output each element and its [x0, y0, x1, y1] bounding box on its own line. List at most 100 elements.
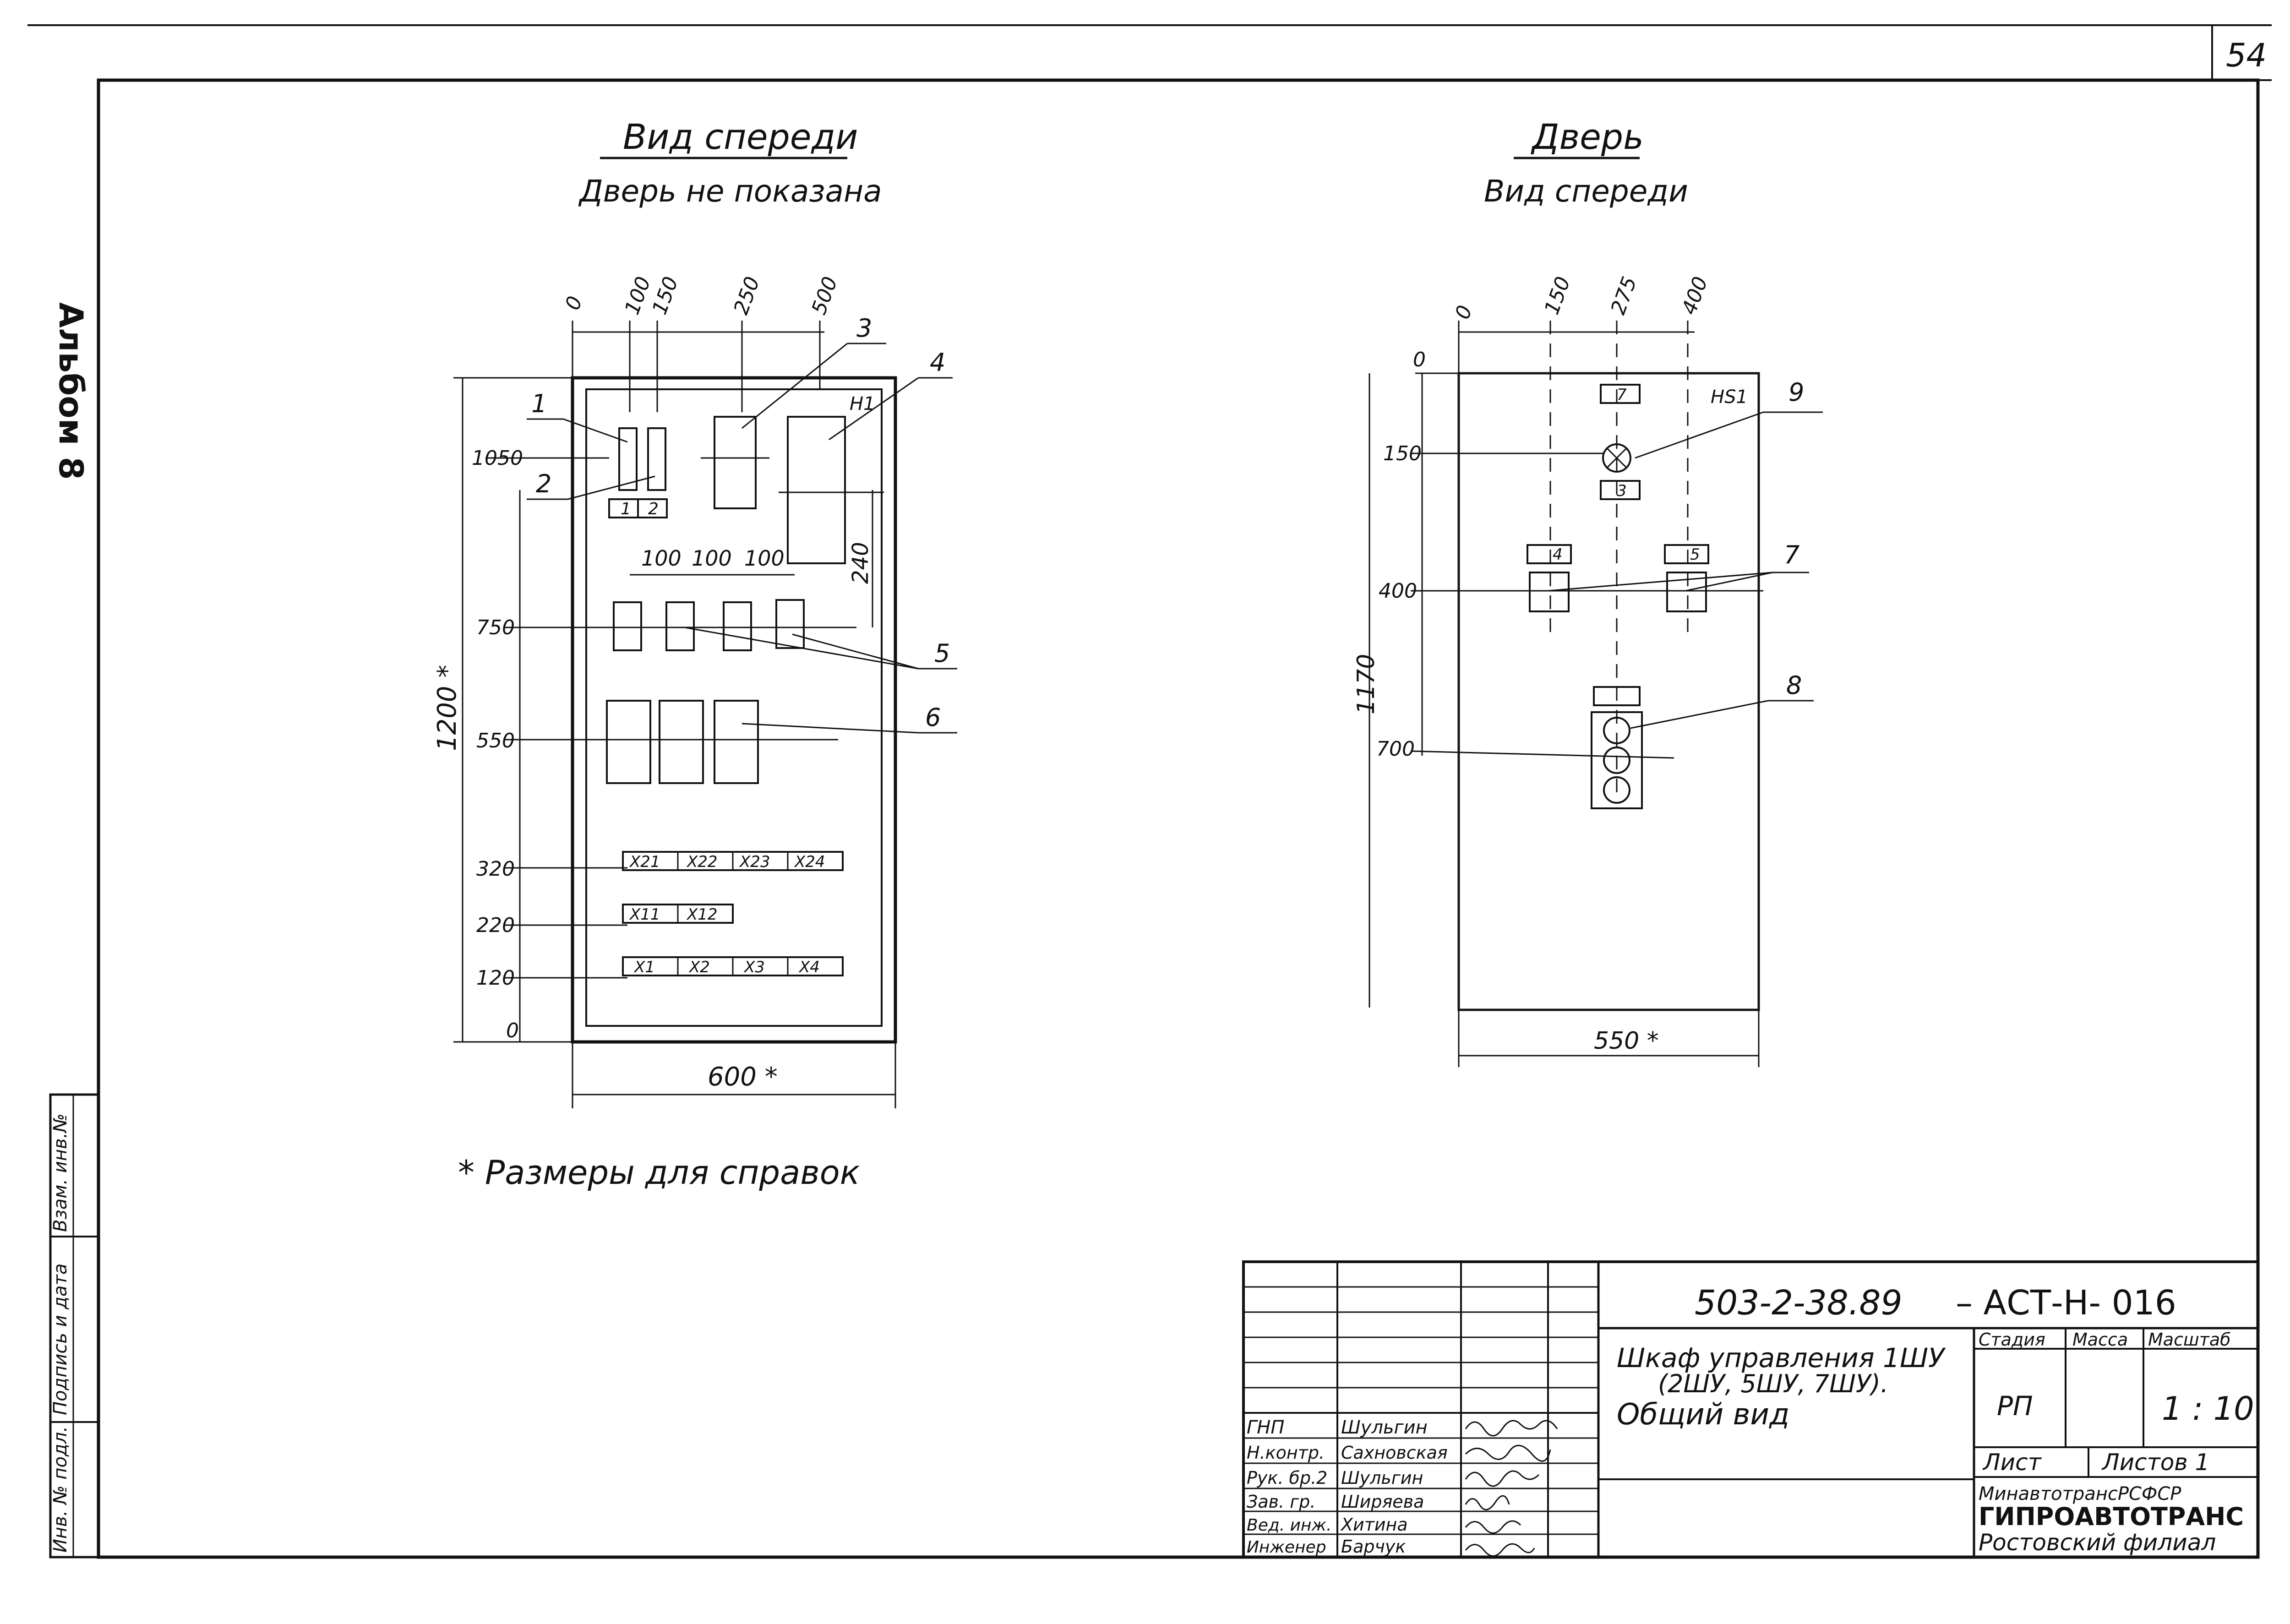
device-5a — [613, 601, 642, 651]
tb-org-line3: Ростовский филиал — [1979, 1529, 2216, 1556]
tb-role-0: ГНП — [1247, 1417, 1284, 1438]
tb-header-stage: Стадия — [1979, 1330, 2045, 1350]
cabinet-inner — [585, 388, 883, 1027]
door-plate-4 — [1527, 544, 1572, 564]
front-spacing-1: 100 — [641, 546, 682, 571]
tb-scale-value: 1 : 10 — [2162, 1390, 2254, 1428]
terminal-row-x: X1 X2 X3 X4 — [622, 956, 844, 976]
door-outline — [1457, 372, 1760, 1011]
front-top-dim-0: 0 — [561, 293, 587, 313]
device-6a — [606, 700, 651, 784]
tb-stage-value: РП — [1997, 1390, 2033, 1422]
side-stamp: Инв. № подл. Подпись и дата Взам. инв.№ — [49, 1093, 100, 1559]
door-view: Дверь Вид спереди 0 150 275 400 0 150 40… — [1352, 116, 1823, 1067]
door-plate-3-text: 3 — [1617, 482, 1627, 500]
callout-1: 1 — [531, 389, 547, 418]
device-5b — [665, 601, 695, 651]
door-signal-block — [1591, 711, 1643, 809]
door-plate-3 — [1600, 480, 1641, 500]
front-height-dim: 1200 * — [432, 665, 462, 751]
tb-desc-line1: Шкаф управления 1ШУ — [1617, 1342, 1946, 1373]
front-view-title: Вид спереди — [623, 116, 858, 157]
door-plate-5-text: 5 — [1690, 545, 1700, 564]
front-level-0: 0 — [506, 1019, 519, 1042]
callout-6: 6 — [925, 703, 941, 732]
door-lamp-label: HS1 — [1711, 387, 1748, 408]
device-5d — [775, 599, 805, 649]
door-top-dim-400: 400 — [1677, 273, 1712, 317]
signatures — [1465, 1420, 1558, 1557]
tb-doc-code: 503-2-38.89 — [1695, 1283, 1903, 1323]
sheet-number: 54 — [2226, 37, 2267, 74]
side-stamp-sign: Подпись и дата — [50, 1264, 71, 1415]
device-6b — [659, 700, 704, 784]
door-plate-7 — [1600, 384, 1641, 404]
front-view: Вид спереди Дверь не показана 0 100 150 … — [432, 116, 957, 1108]
tb-sheets-label: Листов 1 — [2101, 1449, 2209, 1476]
side-stamp-inv: Инв. № подл. — [50, 1426, 71, 1553]
tb-role-4: Вед. инж. — [1247, 1516, 1331, 1535]
tb-name-3: Ширяева — [1341, 1492, 1424, 1512]
front-top-dim-250: 250 — [729, 273, 764, 317]
panel-label-h1: H1 — [850, 393, 875, 414]
terminal-x3: X3 — [743, 958, 765, 976]
door-signal-lamp — [1602, 443, 1631, 473]
sheet-frame — [27, 24, 2272, 1559]
tb-name-1: Сахновская — [1341, 1443, 1448, 1463]
device-2 — [647, 427, 666, 491]
tb-role-1: Н.контр. — [1247, 1443, 1325, 1463]
terminal-x23: X23 — [739, 853, 770, 871]
tb-doc-suffix: – АСТ-Н- 016 — [1956, 1283, 2176, 1323]
side-stamp-replace: Взам. инв.№ — [50, 1113, 71, 1232]
tb-header-mass: Масса — [2072, 1330, 2128, 1350]
tb-name-0: Шульгин — [1341, 1417, 1428, 1438]
device-6c — [714, 700, 759, 784]
terminal-x11: X11 — [629, 905, 660, 924]
door-lamp-middle — [1603, 747, 1630, 774]
cabinet-outer — [571, 376, 897, 1044]
door-callout-7: 7 — [1784, 540, 1799, 569]
door-level-0: 0 — [1413, 348, 1426, 371]
tb-role-3: Зав. гр. — [1247, 1492, 1315, 1512]
callout-2: 2 — [536, 469, 551, 498]
tb-name-4: Хитина — [1340, 1515, 1408, 1535]
door-plate-5 — [1664, 544, 1709, 564]
label-plate-2-text: 2 — [648, 500, 659, 518]
terminal-x1: X1 — [633, 958, 655, 976]
title-block: ГНП Шульгин Н.контр. Сахновская Рук. бр.… — [1242, 1260, 2259, 1559]
front-top-dim-150: 150 — [648, 273, 683, 317]
label-plate-2 — [637, 498, 668, 518]
album-stamp: Альбом 8 — [52, 302, 90, 480]
door-top-dim-0: 0 — [1450, 302, 1477, 322]
front-dim-240: 240 — [848, 542, 873, 584]
door-top-dim-275: 275 — [1606, 273, 1641, 317]
front-width-dim: 600 * — [708, 1062, 778, 1092]
front-spacing-3: 100 — [744, 546, 785, 571]
device-1 — [618, 427, 638, 491]
device-4 — [787, 416, 846, 564]
door-callout-8: 8 — [1786, 671, 1802, 700]
terminal-x4: X4 — [798, 958, 820, 976]
door-width-dim: 550 * — [1594, 1027, 1659, 1055]
terminal-x21: X21 — [629, 853, 660, 871]
tb-header-scale: Масштаб — [2148, 1330, 2231, 1350]
terminal-x22: X22 — [686, 853, 718, 871]
front-top-dim-100: 100 — [620, 273, 655, 317]
terminal-x12: X12 — [686, 905, 718, 924]
door-lamp-top — [1603, 717, 1630, 744]
tb-name-5: Барчук — [1341, 1537, 1406, 1557]
door-view-title: Дверь — [1531, 116, 1644, 157]
callout-4: 4 — [930, 348, 945, 377]
front-level-320: 320 — [476, 857, 515, 881]
callout-5: 5 — [934, 639, 950, 668]
terminal-x2: X2 — [688, 958, 710, 976]
front-top-dim-500: 500 — [807, 273, 842, 317]
device-3 — [714, 416, 757, 509]
tb-org-line2: ГИПРОАВТОТРАНС — [1979, 1502, 2244, 1531]
door-height-dim: 1170 — [1352, 654, 1380, 714]
door-callout-9: 9 — [1788, 378, 1804, 407]
door-lamp-bottom — [1603, 776, 1630, 804]
front-spacing-2: 100 — [692, 546, 732, 571]
door-switch-left — [1529, 572, 1570, 612]
